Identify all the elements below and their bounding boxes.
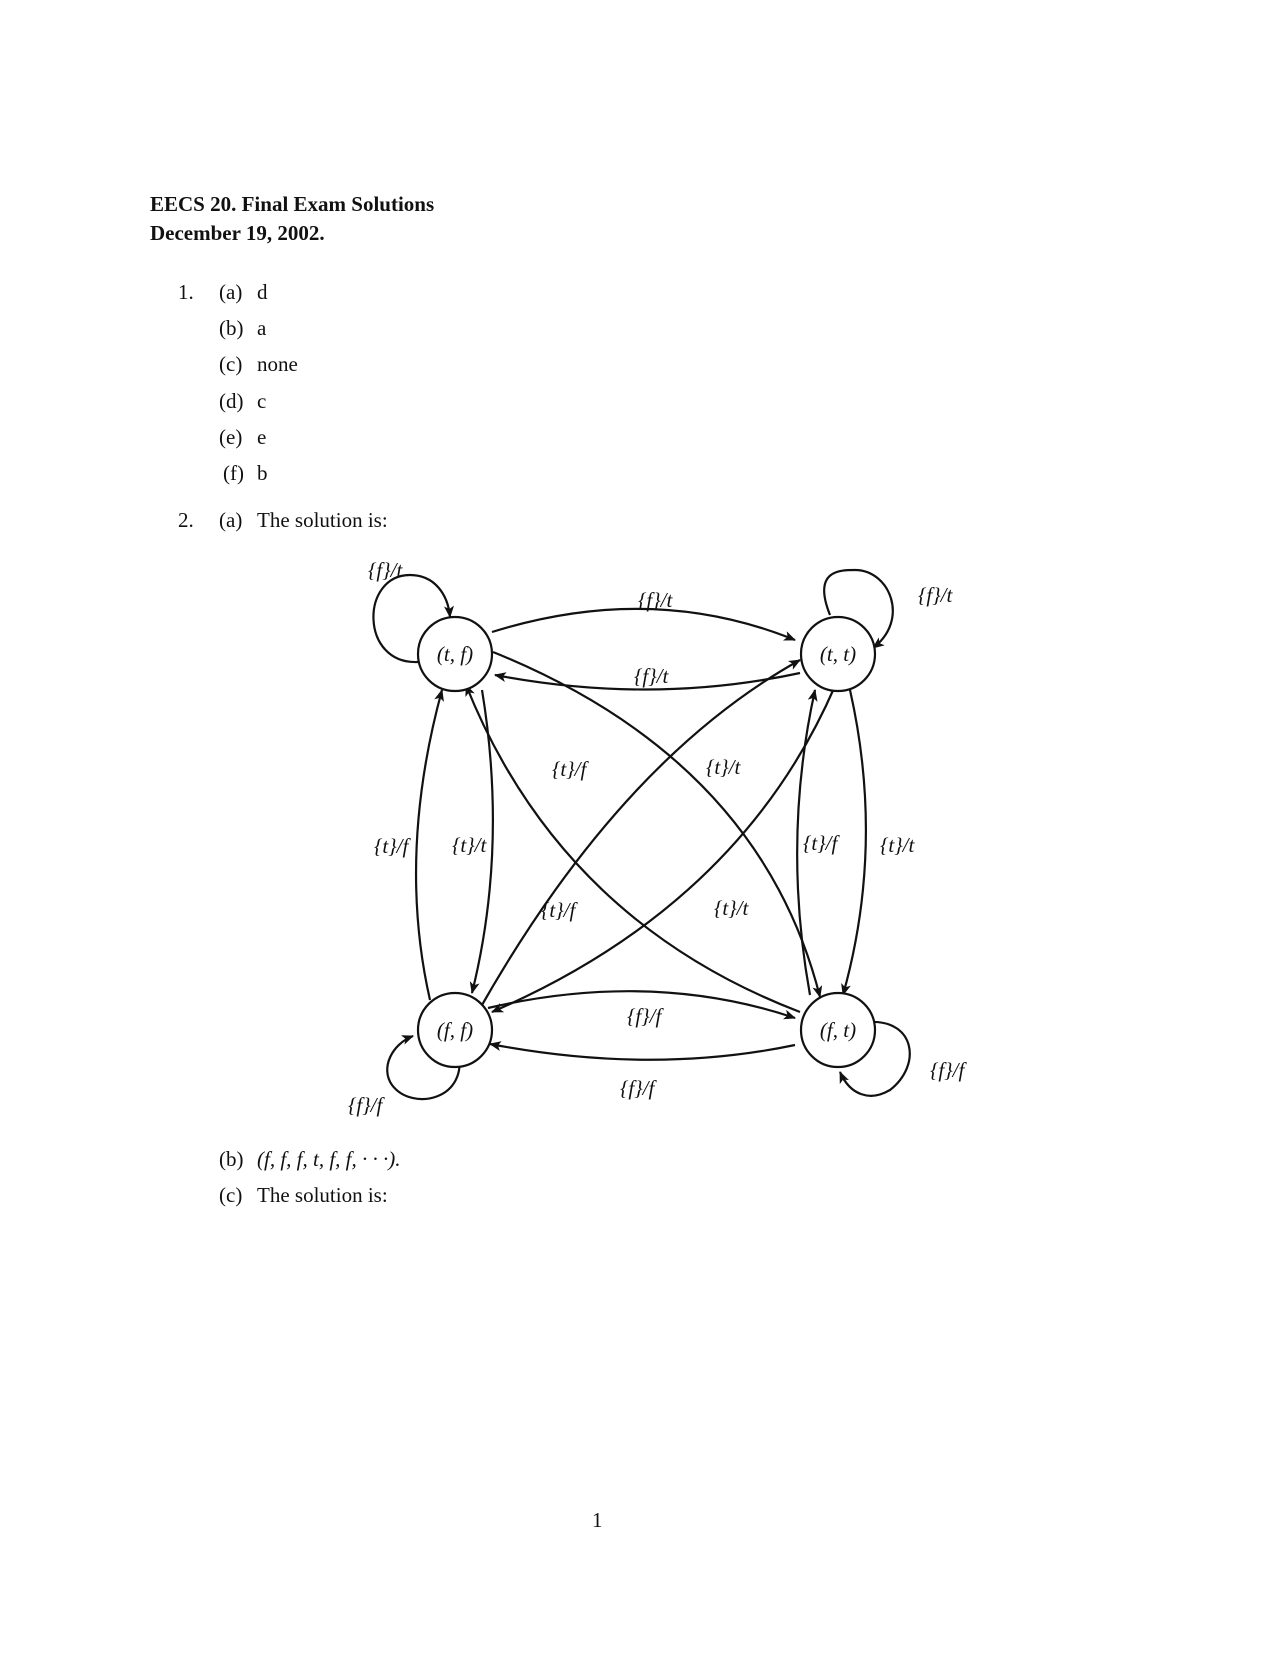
edge-tf-to-ff [469,689,494,994]
state-label-ff: (f, f) [437,1018,473,1042]
document-header: EECS 20. Final Exam Solutions December 1… [150,190,434,248]
loop-tt [823,568,894,649]
part-answer: c [257,389,267,413]
edge-label-tt-to-ft: {t}/t [880,833,915,857]
loop-tf [372,573,454,664]
edge-label-loop-tf: {f}/t [368,558,403,582]
edge-ff-to-tt [477,659,801,1013]
page-number: 1 [592,1508,603,1532]
part-label: (a) [219,508,243,532]
part-answer: e [257,425,267,449]
edge-label-tf-to-ff: {t}/t [452,833,487,857]
edge-label-diag-lower-left: {t}/f [541,898,578,922]
edge-ff-to-tf [414,689,444,1001]
part-label: (b) [219,316,244,340]
edge-tt-to-ft [841,689,868,996]
edge-label-ft-to-tt: {t}/f [803,831,840,855]
state-node-tt [799,615,877,693]
edge-tf-to-ft [492,650,823,998]
edge-label-tf-to-tt: {f}/t [638,588,673,612]
edge-label-diag-upper-left: {t}/f [552,757,589,781]
edge-label-diag-lower-right: {t}/t [714,896,749,920]
part-text: The solution is: [257,508,388,532]
part-text: The solution is: [257,1183,388,1207]
question-number: 2. [178,508,194,532]
edge-tt-to-tf [494,671,801,691]
part-label: (a) [219,280,243,304]
loop-ff [386,1034,461,1101]
edge-label-ff-to-ft: {f}/f [627,1004,664,1028]
state-node-ff [416,991,494,1069]
part-text: (f, f, f, t, f, f, · · ·). [257,1147,401,1171]
edge-label-diag-upper-right: {t}/t [706,755,741,779]
edge-ft-to-tt [796,689,818,996]
part-label: (f) [223,461,244,485]
document-title: EECS 20. Final Exam Solutions [150,192,435,216]
part-label: (b) [219,1147,244,1171]
edge-label-ff-to-tf: {t}/f [374,834,411,858]
part-label: (d) [219,389,244,413]
part-answer: none [257,352,298,376]
edge-tf-to-tt [491,607,796,642]
edge-ff-to-ft [487,990,796,1020]
part-label: (c) [219,352,243,376]
part-label: (e) [219,425,243,449]
state-label-tt: (t, t) [820,642,856,666]
loop-ft [838,1020,911,1097]
edge-ft-to-ff [489,1041,796,1061]
part-answer: d [257,280,268,304]
edge-tt-to-ff [491,685,837,1014]
part-label: (c) [219,1183,243,1207]
part-answer: a [257,316,267,340]
question-number: 1. [178,280,194,304]
edge-label-loop-tt: {f}/t [918,583,953,607]
edge-label-loop-ft: {f}/f [930,1058,967,1082]
state-label-tf: (t, f) [437,642,473,666]
edge-ft-to-tf [464,684,801,1014]
edge-label-ft-to-ff: {f}/f [620,1076,657,1100]
state-node-ft [799,991,877,1069]
edge-label-tt-to-tf: {f}/t [634,664,669,688]
edge-label-loop-ff: {f}/f [348,1093,385,1117]
state-node-tf [416,615,494,693]
state-label-ft: (f, t) [820,1018,856,1042]
part-answer: b [257,461,268,485]
document-date: December 19, 2002. [150,221,325,245]
